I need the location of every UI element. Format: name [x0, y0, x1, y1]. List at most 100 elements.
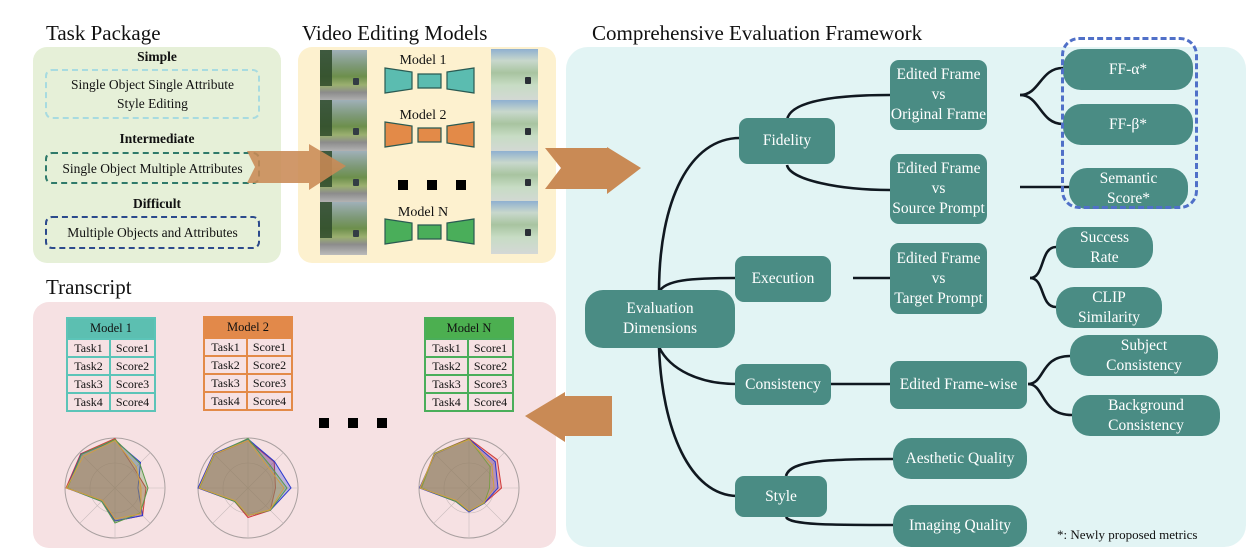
- model-2-radar-chart: [197, 437, 299, 539]
- connector-fidelity-orig: [785, 93, 891, 121]
- node-style: Style: [735, 476, 827, 517]
- success-line2: Rate: [1090, 248, 1119, 266]
- task-cell: Task2: [424, 356, 469, 376]
- source-line1: Edited Frame: [896, 160, 981, 177]
- task-simple-line2: Style Editing: [117, 96, 188, 111]
- fidelity-label: Fidelity: [762, 132, 812, 149]
- node-ff-alpha: FF-α*: [1063, 49, 1193, 90]
- source-line3: Source Prompt: [892, 200, 985, 217]
- connector-framewise-subject: [1027, 354, 1071, 386]
- radar-series-polygon: [65, 439, 142, 520]
- score-cell: Score1: [467, 338, 514, 358]
- source-frame-2: [320, 100, 367, 153]
- score-cell: Score3: [467, 374, 514, 394]
- radar-spoke: [468, 452, 505, 489]
- task-package-title: Task Package: [46, 21, 161, 45]
- more-transcripts-ellipsis: [319, 418, 387, 428]
- video-models-title: Video Editing Models: [302, 21, 488, 45]
- model-1-encoder-decoder-icon: [384, 67, 475, 94]
- encoder-decoder-block: [384, 121, 413, 148]
- score-cell: Score4: [467, 392, 514, 412]
- model-2-label: Model 2: [399, 108, 447, 123]
- level-simple-label: Simple: [137, 49, 177, 64]
- connector-orig-ffbeta: [1019, 93, 1064, 126]
- framewise-label: Edited Frame-wise: [899, 376, 1018, 393]
- ff-alpha-label: FF-α*: [1108, 60, 1148, 78]
- radar-spoke: [433, 487, 470, 524]
- radar-spoke: [79, 487, 116, 524]
- encoder-decoder-block: [446, 218, 475, 245]
- node-edited-frame-wise: Edited Frame-wise: [890, 361, 1027, 409]
- connector-style-imaging: [784, 516, 894, 527]
- node-fidelity: Fidelity: [739, 118, 835, 164]
- task-cell: Task2: [66, 356, 111, 376]
- radar-spoke: [247, 487, 284, 524]
- root-line1: Evaluation: [626, 300, 694, 317]
- task-cell: Task2: [203, 355, 248, 375]
- table-header: Model 1: [66, 317, 156, 340]
- score-cell: Score4: [109, 392, 156, 412]
- connector-style-aesthetic: [784, 457, 894, 477]
- node-ff-beta: FF-β*: [1063, 104, 1193, 145]
- connector-framewise-background: [1027, 382, 1073, 417]
- model-2-encoder-decoder-icon: [384, 121, 475, 148]
- consistency-label: Consistency: [745, 375, 821, 393]
- edited-frame-2: [491, 100, 538, 153]
- source-frame-1: [320, 50, 367, 103]
- node-imaging-quality: Imaging Quality: [893, 505, 1027, 547]
- task-difficult-box: Multiple Objects and Attributes: [45, 216, 260, 249]
- radar-spoke: [433, 452, 470, 489]
- node-execution: Execution: [735, 256, 831, 302]
- edited-frame-1: [491, 49, 538, 102]
- background-line2: Consistency: [1108, 416, 1184, 434]
- radar-spoke: [79, 452, 116, 489]
- more-models-ellipsis: [398, 180, 466, 190]
- style-label: Style: [765, 487, 797, 505]
- radar-series-polygon: [419, 438, 495, 512]
- radar-spoke: [468, 487, 505, 524]
- task-cell: Task4: [424, 392, 469, 412]
- root-line2: Dimensions: [622, 320, 698, 337]
- score-cell: Score2: [246, 355, 293, 375]
- orig-line2: vs: [931, 86, 946, 103]
- task-cell: Task1: [66, 338, 111, 358]
- task-difficult-text: Multiple Objects and Attributes: [67, 225, 238, 240]
- radar-spoke: [212, 487, 249, 524]
- orig-line1: Edited Frame: [896, 66, 981, 83]
- edited-frame-4: [491, 201, 538, 254]
- model-n-label: Model N: [397, 205, 449, 220]
- task-cell: Task1: [424, 338, 469, 358]
- task-package-panel: [33, 47, 281, 263]
- background-line1: Background: [1108, 396, 1184, 414]
- node-aesthetic-quality: Aesthetic Quality: [893, 438, 1027, 479]
- execution-label: Execution: [751, 270, 815, 287]
- score-cell: Score3: [109, 374, 156, 394]
- encoder-decoder-block: [384, 67, 413, 94]
- radar-series-polygon: [198, 439, 285, 517]
- source-line2: vs: [931, 180, 946, 197]
- task-cell: Task4: [66, 392, 111, 412]
- encoder-decoder-block: [417, 127, 442, 143]
- radar-series-polygon: [66, 438, 149, 524]
- imaging-label: Imaging Quality: [908, 517, 1012, 534]
- subject-line2: Consistency: [1106, 356, 1182, 374]
- radar-spoke: [247, 452, 284, 489]
- task-cell: Task3: [203, 373, 248, 393]
- encoder-decoder-block: [446, 67, 475, 94]
- connector-target-success: [1029, 245, 1057, 280]
- score-cell: Score1: [109, 338, 156, 358]
- semantic-line1: Semantic: [1099, 169, 1158, 187]
- orig-line3: Original Frame: [890, 106, 987, 123]
